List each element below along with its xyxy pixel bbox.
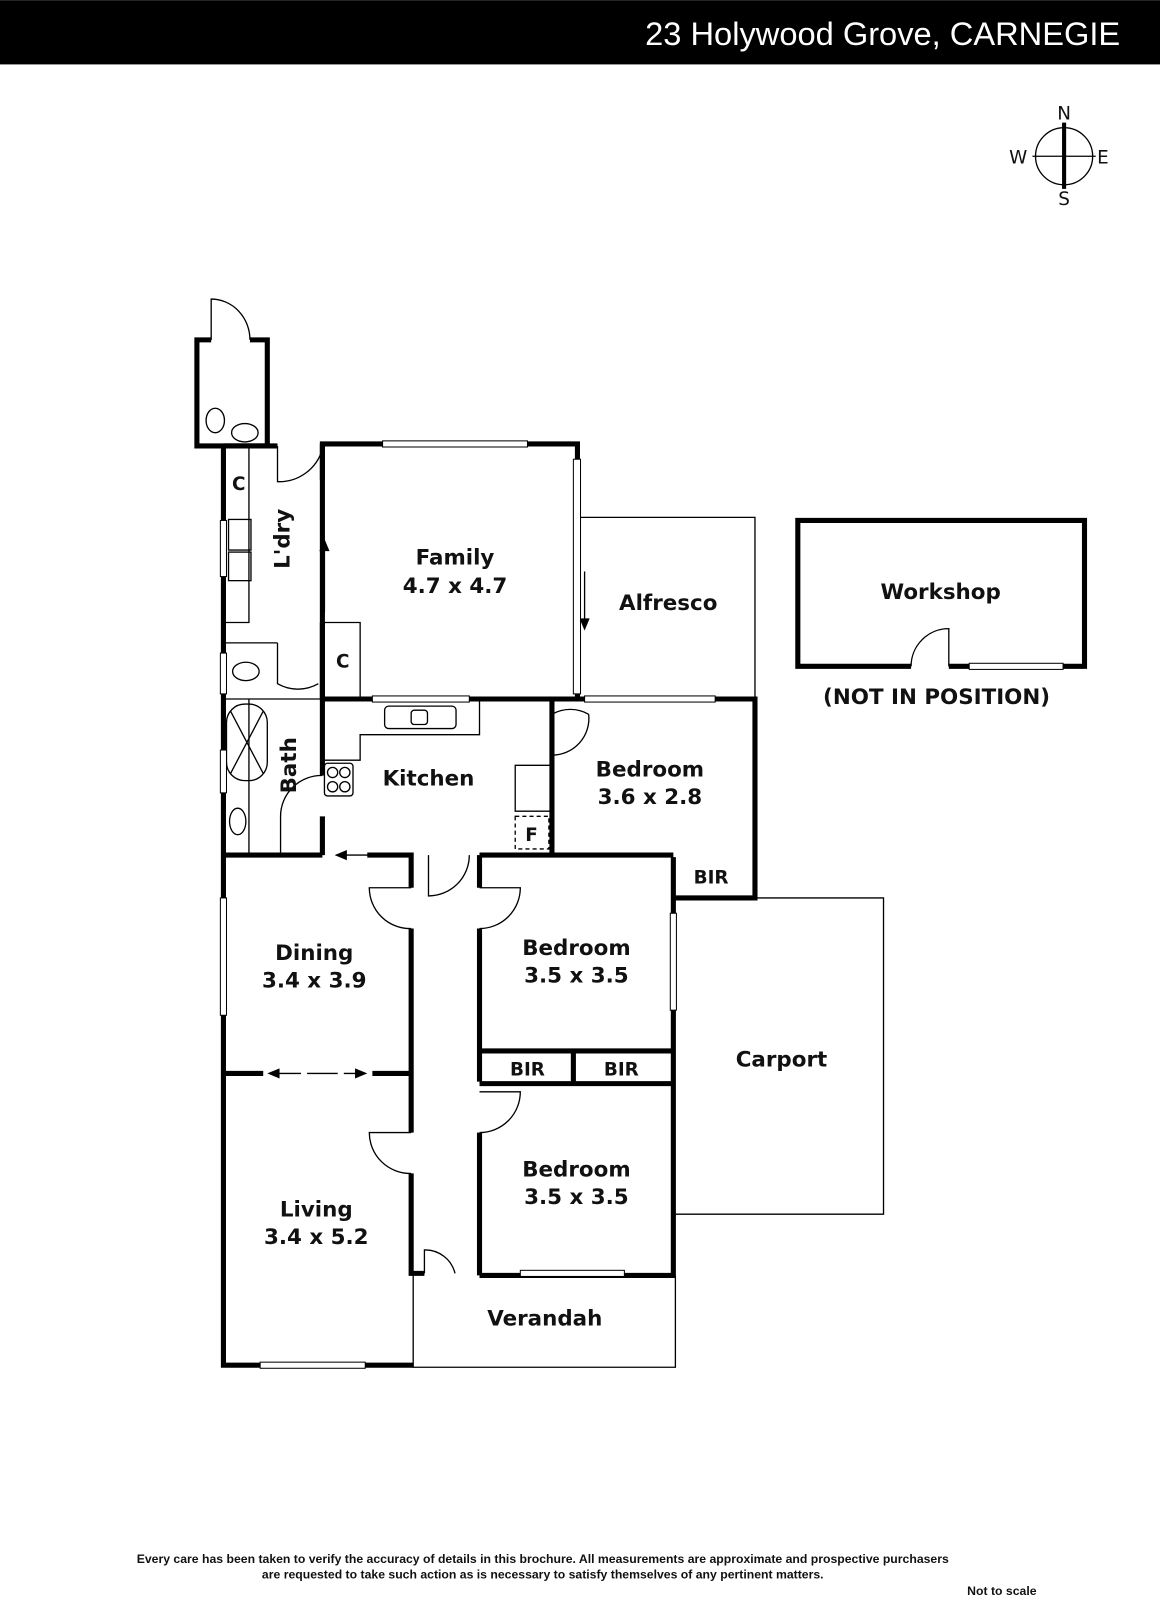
- window: [259, 1361, 366, 1369]
- sink-icon: [383, 705, 457, 730]
- compass-icon: N E S W: [1009, 104, 1109, 211]
- header-bar: [0, 0, 1160, 65]
- cooktop-icon: [323, 762, 354, 797]
- room-family-size: 4.7 x 4.7: [403, 574, 508, 599]
- room-laundry: L'dry: [271, 509, 296, 569]
- compass-w: W: [1009, 147, 1027, 168]
- room-carport: Carport: [736, 1047, 828, 1072]
- compass-s: S: [1058, 189, 1070, 210]
- header-title: 23 Holywood Grove, CARNEGIE: [645, 15, 1120, 52]
- window: [371, 695, 470, 703]
- disclaimer-line-1: Every care has been taken to verify the …: [137, 1552, 949, 1566]
- window: [219, 749, 228, 794]
- room-dining-name: Dining: [275, 941, 353, 966]
- window: [669, 912, 677, 1011]
- room-bir-3: BIR: [604, 1059, 639, 1080]
- room-alfresco: Alfresco: [619, 591, 717, 616]
- room-bedroom-2-size: 3.5 x 3.5: [524, 964, 629, 989]
- window: [584, 695, 716, 703]
- window: [382, 440, 528, 448]
- room-bir-2: BIR: [510, 1059, 545, 1080]
- window: [572, 458, 582, 695]
- disclaimer-line-2: are requested to take such action as is …: [262, 1567, 824, 1581]
- laundry-trough-icon: [227, 518, 252, 582]
- window: [219, 652, 228, 695]
- room-kitchen: Kitchen: [383, 767, 475, 792]
- basin-icon: [228, 807, 247, 836]
- room-living-size: 3.4 x 5.2: [264, 1225, 369, 1250]
- room-cupboard-2: C: [336, 651, 349, 672]
- room-family-name: Family: [416, 545, 495, 570]
- window: [219, 519, 228, 578]
- fridge-icon: [514, 815, 550, 850]
- bathtub-icon: [225, 703, 268, 782]
- room-bedroom-1-size: 3.6 x 2.8: [598, 785, 703, 810]
- window: [219, 897, 228, 1016]
- window: [519, 1269, 625, 1277]
- room-workshop: Workshop: [880, 580, 1000, 605]
- walls: [194, 298, 1088, 1369]
- compass-n: N: [1057, 104, 1071, 125]
- room-bedroom-1-name: Bedroom: [596, 758, 704, 783]
- fridge-label: F: [525, 825, 538, 846]
- room-verandah: Verandah: [487, 1306, 602, 1331]
- window: [968, 662, 1064, 670]
- room-bedroom-2-name: Bedroom: [522, 936, 630, 961]
- compass-e: E: [1097, 147, 1109, 168]
- room-dining-size: 3.4 x 3.9: [262, 969, 367, 994]
- room-living-name: Living: [280, 1197, 353, 1222]
- room-bedroom-3-size: 3.5 x 3.5: [524, 1185, 629, 1210]
- room-cupboard-1: C: [232, 474, 245, 495]
- workshop-note: (NOT IN POSITION): [823, 685, 1050, 710]
- room-bedroom-3-name: Bedroom: [522, 1157, 630, 1182]
- room-bir-1: BIR: [694, 868, 729, 889]
- scale-note: Not to scale: [967, 1584, 1037, 1598]
- toilet-icon: [205, 407, 260, 682]
- room-bath: Bath: [277, 737, 302, 793]
